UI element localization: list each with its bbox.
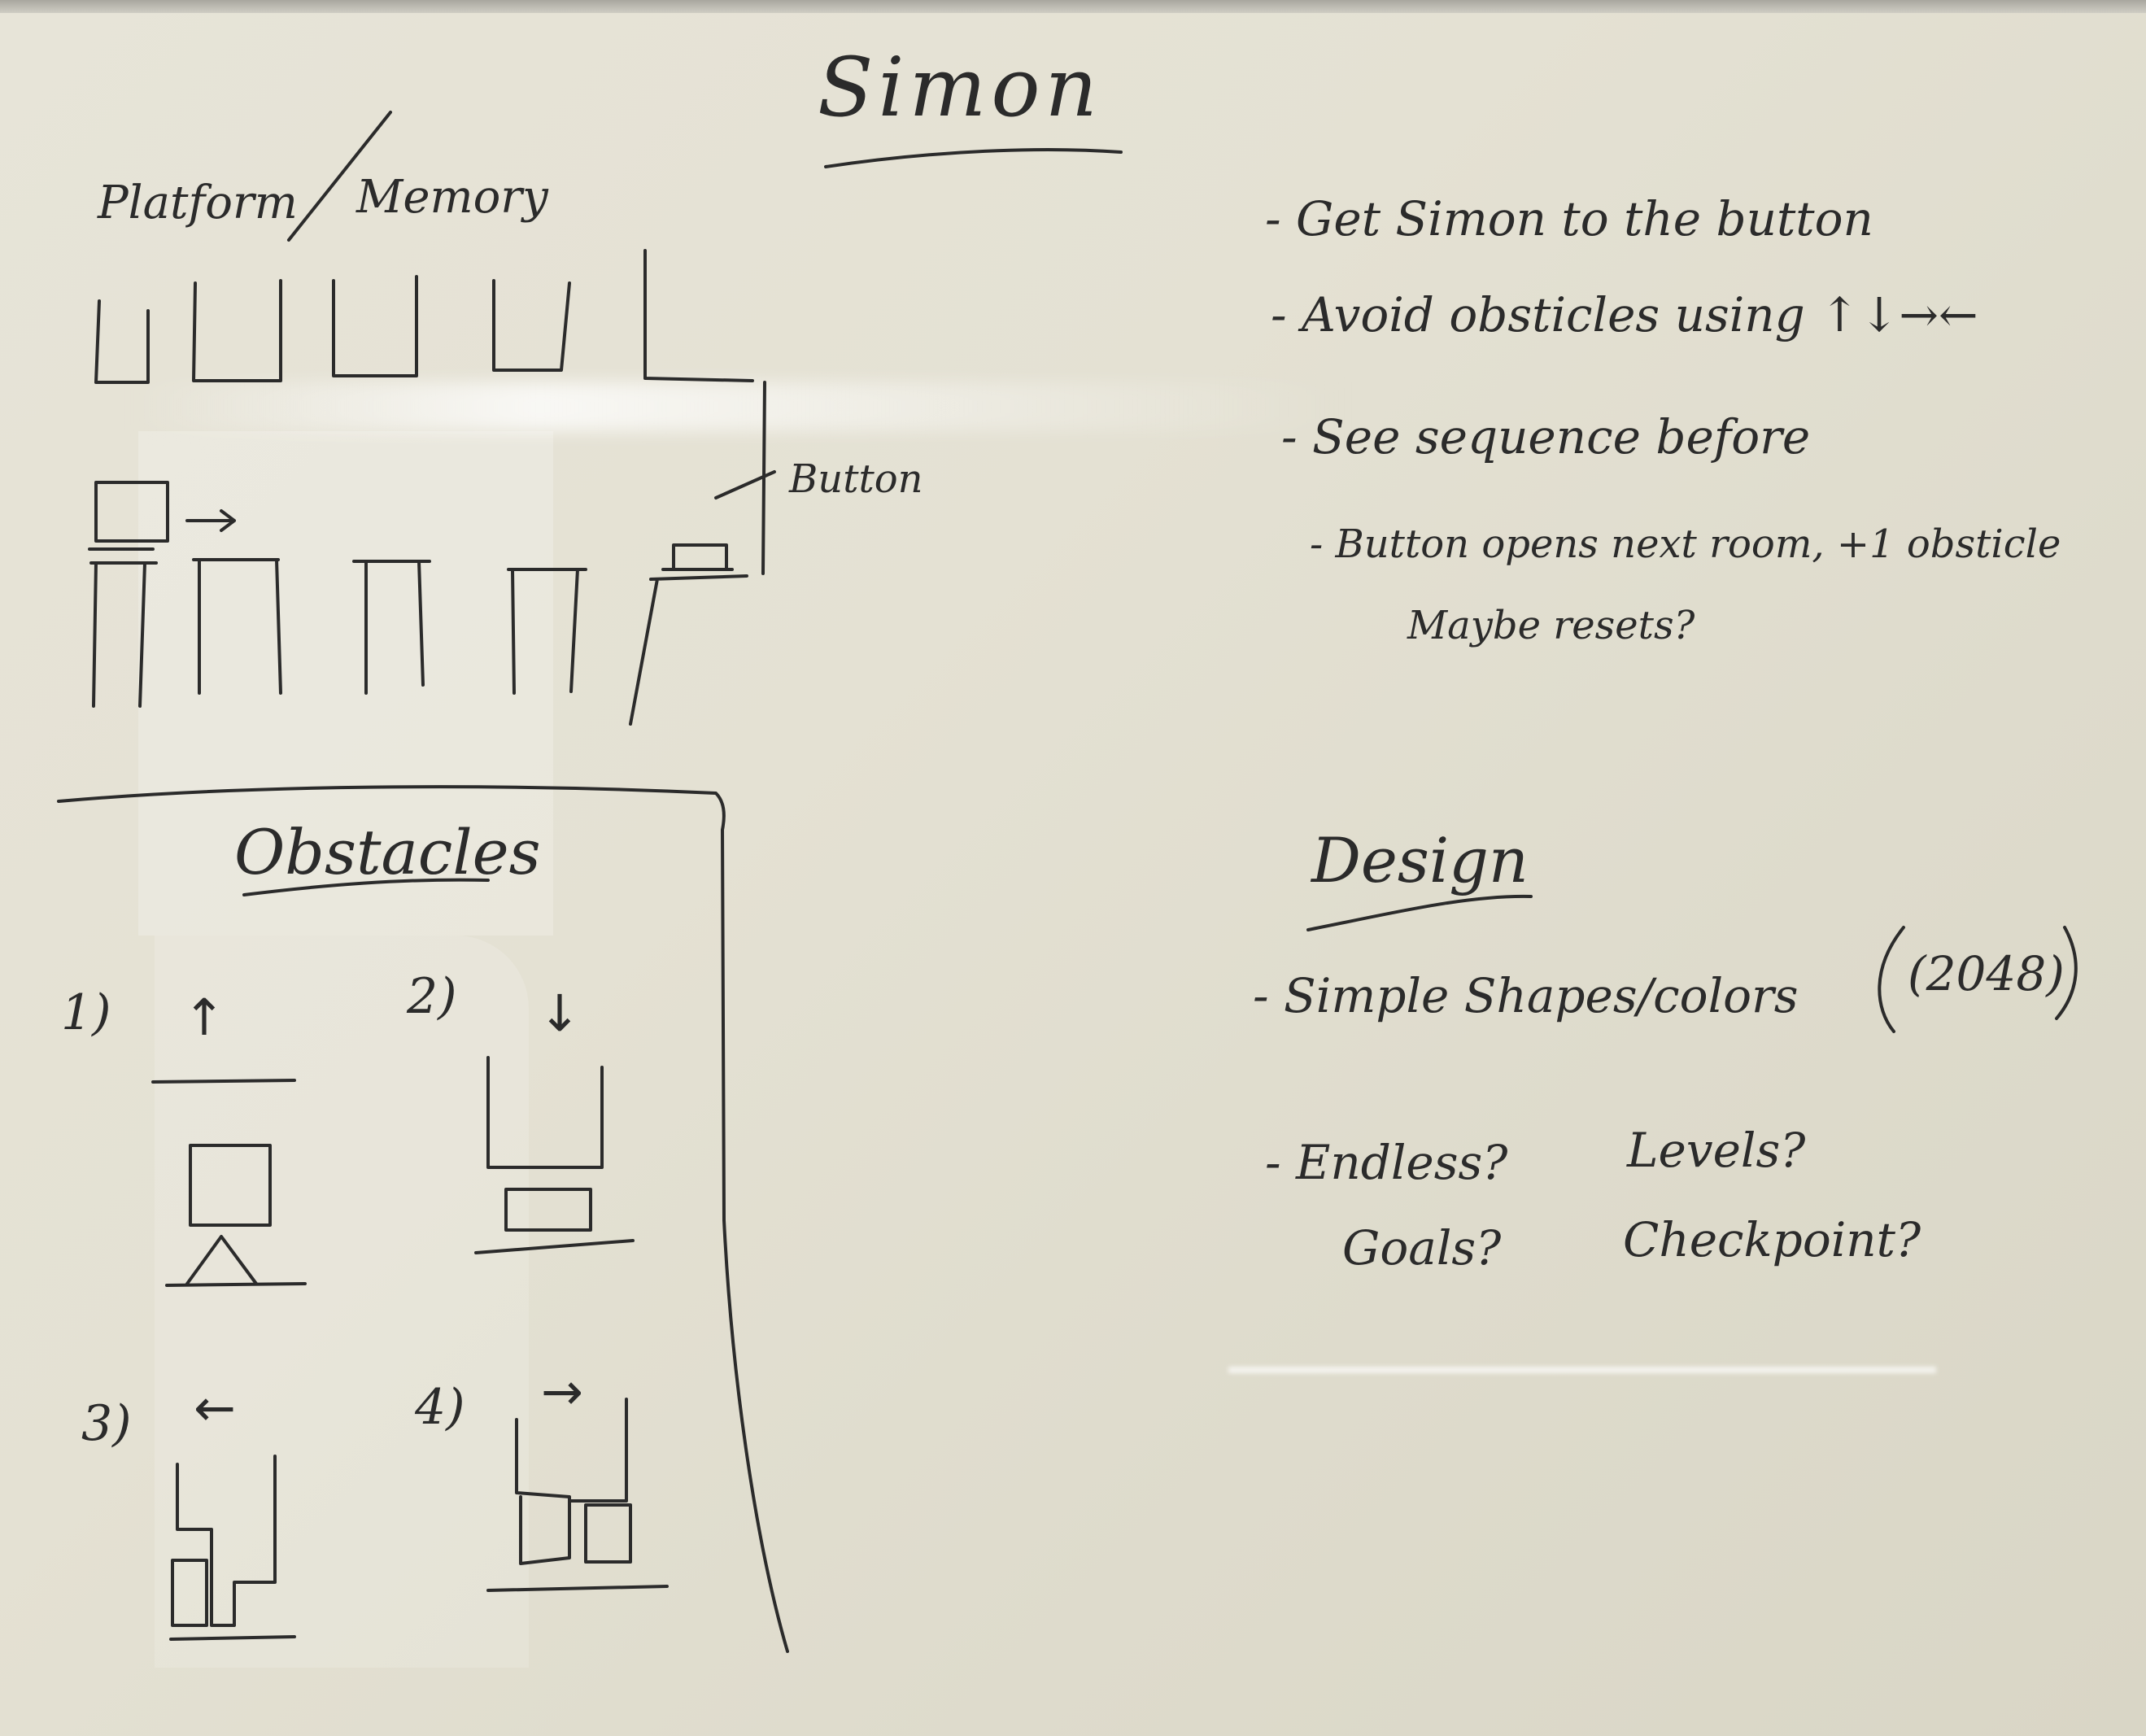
design-item-6: Checkpoint? bbox=[1623, 1212, 1921, 1267]
platform-5 bbox=[629, 574, 748, 726]
obstacle4-shape bbox=[515, 1398, 628, 1565]
button-label: Button bbox=[789, 456, 923, 502]
obstacle2-cup bbox=[486, 1056, 604, 1169]
bullet-4: - Button opens next room, +1 obsticle bbox=[1310, 521, 2061, 567]
obstacle4-ground bbox=[486, 1585, 669, 1592]
obstacle3-ground bbox=[169, 1635, 296, 1641]
design-item-4: Levels? bbox=[1627, 1123, 1806, 1178]
design-heading: Design bbox=[1311, 824, 1529, 896]
bullet-5: Maybe resets? bbox=[1407, 603, 1695, 648]
obstacle1-top-line bbox=[151, 1079, 296, 1084]
obstacle-3-number: 3) bbox=[81, 1395, 132, 1452]
obstacles-heading: Obstacles bbox=[234, 816, 541, 888]
design-item-1: - Simple Shapes/colors bbox=[1253, 968, 1799, 1023]
design-underline bbox=[1306, 894, 1533, 931]
obstacle2-ground bbox=[474, 1239, 635, 1254]
obstacle4-block bbox=[584, 1503, 632, 1564]
memory-cup-2 bbox=[192, 279, 282, 382]
memory-cup-5 bbox=[643, 249, 754, 382]
section-divider bbox=[57, 785, 789, 1653]
memory-cup-1 bbox=[94, 299, 150, 384]
paren-left bbox=[1878, 926, 1905, 1033]
memory-cup-4 bbox=[492, 279, 571, 372]
up-arrow-icon: ↑ bbox=[183, 988, 225, 1047]
button-pointer-line bbox=[714, 470, 776, 499]
obstacle-2-number: 2) bbox=[407, 968, 457, 1025]
obstacle1-spike bbox=[165, 1235, 307, 1287]
button-block bbox=[672, 543, 728, 571]
obstacle-4-number: 4) bbox=[415, 1379, 465, 1436]
design-item-5: Goals? bbox=[1342, 1220, 1502, 1276]
bullet-2: - Avoid obsticles using ↑↓→← bbox=[1271, 287, 1978, 342]
obstacle2-block bbox=[504, 1188, 592, 1232]
obstacles-underline bbox=[242, 878, 490, 896]
paren-right bbox=[2055, 926, 2078, 1020]
bullet-3: - See sequence before bbox=[1281, 409, 1811, 465]
design-item-2: (2048) bbox=[1908, 946, 2065, 1001]
design-item-3: - Endless? bbox=[1265, 1135, 1508, 1190]
obstacle1-block bbox=[189, 1144, 272, 1227]
right-arrow-icon: → bbox=[541, 1362, 583, 1421]
move-arrow bbox=[185, 509, 236, 532]
obstacle3-block bbox=[171, 1559, 208, 1627]
bullet-1: - Get Simon to the button bbox=[1265, 191, 1873, 246]
platform-label: Platform bbox=[98, 177, 298, 229]
platform-2 bbox=[192, 558, 282, 695]
header-slash bbox=[287, 111, 392, 242]
page-title: Simon bbox=[818, 40, 1102, 135]
down-arrow-icon: ↓ bbox=[539, 984, 581, 1043]
memory-cup-3 bbox=[332, 275, 418, 377]
platform-4 bbox=[507, 568, 587, 695]
memory-label: Memory bbox=[356, 171, 548, 224]
obstacle3-shape bbox=[176, 1455, 277, 1627]
platform-1 bbox=[89, 561, 158, 708]
platform-3 bbox=[352, 560, 431, 695]
simon-block bbox=[94, 481, 169, 543]
left-arrow-icon: ← bbox=[194, 1378, 236, 1437]
title-underline bbox=[824, 148, 1123, 168]
obstacle-1-number: 1) bbox=[61, 984, 111, 1041]
whiteboard-frame bbox=[0, 0, 2146, 13]
